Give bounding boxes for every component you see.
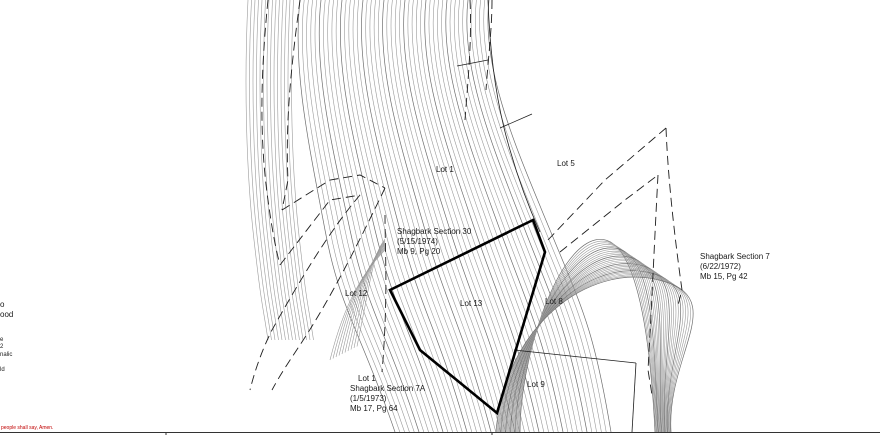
section-30-label: Shagbark Section 30 (5/15/1974) Mb 9, Pg… [397,227,472,256]
road-boundaries [249,0,683,396]
lot-9-label: Lot 9 [527,380,545,389]
svg-text:Mb 15, Pg 42: Mb 15, Pg 42 [700,272,748,281]
section-7a-label: Lot 1 Shagbark Section 7A (1/5/1973) Mb … [350,374,426,413]
svg-text:ood: ood [0,310,13,319]
subject-parcel-outline[interactable] [388,218,547,416]
svg-text:o: o [0,300,5,309]
svg-text:(6/22/1972): (6/22/1972) [700,262,741,271]
topographic-contours [245,0,694,433]
lot-12-label: Lot 12 [345,289,368,298]
svg-text:2: 2 [0,344,4,350]
svg-text:(5/15/1974): (5/15/1974) [397,237,438,246]
svg-text:nalic: nalic [0,352,12,358]
section-7-label: Shagbark Section 7 (6/22/1972) Mb 15, Pg… [700,252,770,281]
svg-text:ld: ld [0,367,5,373]
lot-8-label: Lot 8 [545,297,563,306]
lot-lines [456,0,637,433]
svg-text:Shagbark Section 7A: Shagbark Section 7A [350,384,426,393]
svg-text:Shagbark Section 7: Shagbark Section 7 [700,252,770,261]
lot-13-label: Lot 13 [460,299,483,308]
left-edge-legend-fragments: o ood e 2 nalic ld [0,300,13,373]
footer-note: people shall say, Amen. [1,425,53,431]
svg-text:(1/5/1973): (1/5/1973) [350,394,387,403]
svg-text:Mb 9, Pg 20: Mb 9, Pg 20 [397,247,441,256]
svg-text:Mb 17, Pg 64: Mb 17, Pg 64 [350,404,398,413]
lot-1-label: Lot 1 [436,165,454,174]
lot-5-label: Lot 5 [557,159,575,168]
svg-text:Shagbark Section 30: Shagbark Section 30 [397,227,472,236]
svg-text:e: e [0,337,4,343]
svg-text:Lot 1: Lot 1 [358,374,376,383]
